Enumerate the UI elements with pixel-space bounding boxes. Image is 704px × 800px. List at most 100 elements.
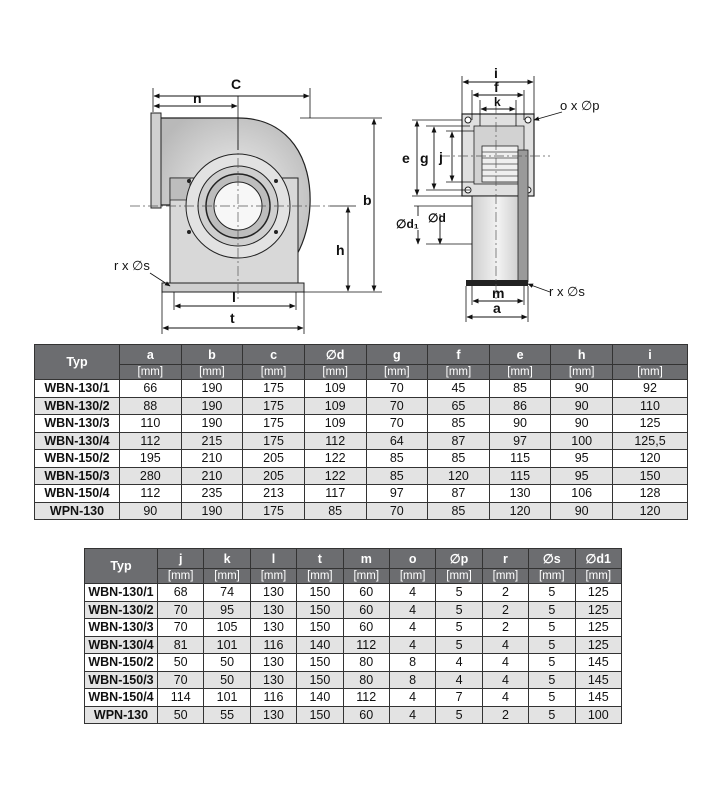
cell: 150 <box>612 466 688 485</box>
table-row: WBN-150/4 114 101 116 140 112 4 7 4 5 14… <box>84 688 623 707</box>
dim-a-label: a <box>493 300 501 316</box>
cell: 5 <box>528 618 576 637</box>
cell: 90 <box>550 501 613 520</box>
spec-table-2: Typ j k l t m o ∅p r ∅s ∅d1 [mm] [mm] [m… <box>84 548 623 724</box>
cell: 70 <box>156 670 205 689</box>
cell: 95 <box>550 466 613 485</box>
col-header-i: i <box>612 344 688 365</box>
col-header-m: m <box>342 548 390 569</box>
unit-cell: [mm] <box>435 568 483 584</box>
dim-rxs-right-label: r x ∅s <box>549 284 585 299</box>
col-header-b: b <box>180 344 244 365</box>
unit-cell: [mm] <box>156 568 205 584</box>
cell: 5 <box>528 688 576 707</box>
cell: 150 <box>296 705 344 724</box>
cell: 5 <box>435 635 483 654</box>
table-row: WBN-130/4 112 215 175 112 64 87 97 100 1… <box>34 431 688 450</box>
cell: 68 <box>156 583 205 602</box>
cell: 80 <box>342 670 390 689</box>
cell: 101 <box>203 635 251 654</box>
cell: 4 <box>481 635 530 654</box>
col-header-d1: ∅d1 <box>574 548 623 569</box>
cell: 65 <box>427 396 490 415</box>
dim-C-label: C <box>231 76 241 92</box>
unit-cell: [mm] <box>427 364 490 380</box>
table-row: WBN-130/4 81 101 116 140 112 4 5 4 5 125 <box>84 635 623 654</box>
cell: 175 <box>242 501 305 520</box>
cell: 195 <box>119 449 182 468</box>
cell: 109 <box>303 414 367 433</box>
row-type: WBN-130/3 <box>34 414 120 433</box>
cell: 7 <box>435 688 483 707</box>
cell: 2 <box>481 618 530 637</box>
cell: 106 <box>550 484 613 503</box>
col-header-c: c <box>242 344 305 365</box>
cell: 114 <box>156 688 205 707</box>
cell: 130 <box>249 670 298 689</box>
cell: 4 <box>388 583 437 602</box>
cell: 122 <box>303 466 367 485</box>
cell: 150 <box>296 670 344 689</box>
cell: 70 <box>365 396 429 415</box>
unit-cell: [mm] <box>528 568 576 584</box>
cell: 81 <box>156 635 205 654</box>
table-row: WBN-130/1 66 190 175 109 70 45 85 90 92 <box>34 379 688 398</box>
cell: 109 <box>303 396 367 415</box>
cell: 109 <box>303 379 367 398</box>
cell: 110 <box>612 396 688 415</box>
cell: 70 <box>156 618 205 637</box>
row-type: WBN-150/3 <box>34 466 120 485</box>
cell: 215 <box>180 431 244 450</box>
dim-l-label: l <box>232 289 236 305</box>
cell: 190 <box>180 414 244 433</box>
cell: 150 <box>296 618 344 637</box>
unit-cell: [mm] <box>612 364 688 380</box>
cell: 125 <box>574 618 623 637</box>
table-row: WBN-130/2 88 190 175 109 70 65 86 90 110 <box>34 396 688 415</box>
table-row: WBN-130/2 70 95 130 150 60 4 5 2 5 125 <box>84 600 623 619</box>
col-header-g: g <box>365 344 429 365</box>
cell: 116 <box>249 688 298 707</box>
cell: 145 <box>574 653 623 672</box>
cell: 55 <box>203 705 251 724</box>
unit-cell: [mm] <box>342 568 390 584</box>
cell: 101 <box>203 688 251 707</box>
cell: 125 <box>574 635 623 654</box>
cell: 150 <box>296 653 344 672</box>
cell: 125 <box>574 583 623 602</box>
row-type: WBN-150/4 <box>84 688 158 707</box>
cell: 70 <box>156 600 205 619</box>
row-type: WBN-150/2 <box>34 449 120 468</box>
cell: 210 <box>180 466 244 485</box>
col-header-d: ∅d <box>303 344 367 365</box>
cell: 4 <box>481 653 530 672</box>
cell: 112 <box>342 688 390 707</box>
cell: 150 <box>296 600 344 619</box>
cell: 90 <box>488 414 552 433</box>
cell: 100 <box>550 431 613 450</box>
cell: 140 <box>296 688 344 707</box>
cell: 4 <box>388 618 437 637</box>
col-header-j: j <box>156 548 205 569</box>
cell: 4 <box>388 635 437 654</box>
cell: 5 <box>435 618 483 637</box>
row-type: WBN-150/3 <box>84 670 158 689</box>
cell: 5 <box>435 600 483 619</box>
cell: 2 <box>481 583 530 602</box>
cell: 116 <box>249 635 298 654</box>
cell: 4 <box>435 670 483 689</box>
cell: 85 <box>303 501 367 520</box>
cell: 4 <box>435 653 483 672</box>
row-type: WBN-130/4 <box>84 635 158 654</box>
cell: 130 <box>249 705 298 724</box>
cell: 86 <box>488 396 552 415</box>
col-header-t: t <box>296 548 344 569</box>
side-body <box>471 195 525 283</box>
unit-cell: [mm] <box>550 364 613 380</box>
unit-cell: [mm] <box>203 568 251 584</box>
cell: 145 <box>574 670 623 689</box>
cell: 90 <box>550 414 613 433</box>
row-type: WPN-130 <box>84 705 158 724</box>
cell: 5 <box>435 583 483 602</box>
dim-f-label: f <box>494 79 499 95</box>
